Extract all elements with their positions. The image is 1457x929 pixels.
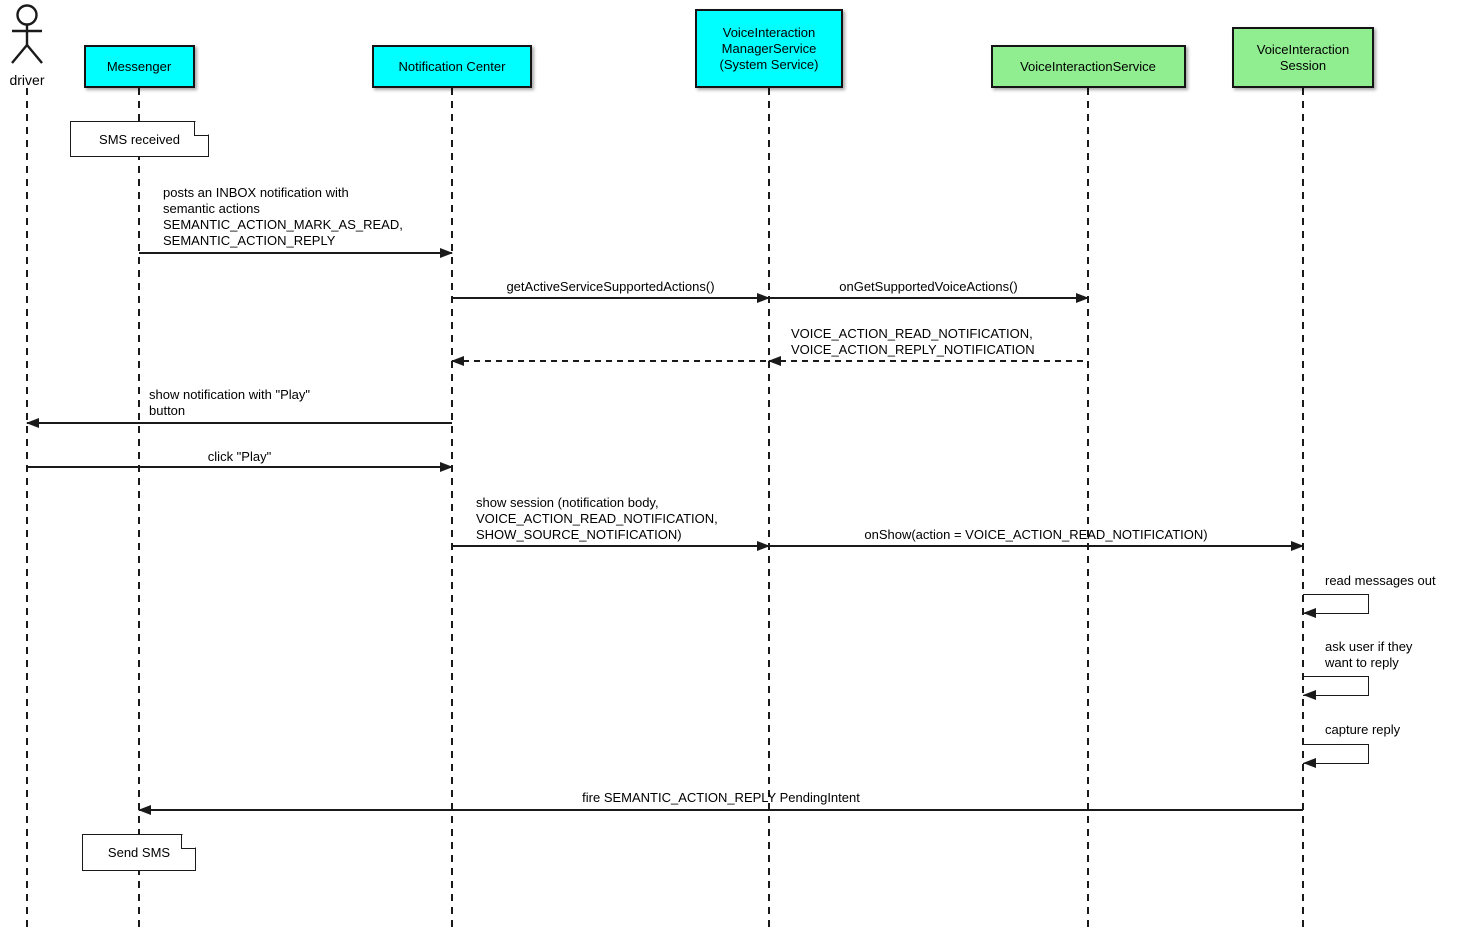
note-fold-icon bbox=[181, 835, 195, 849]
message-line bbox=[139, 247, 453, 258]
note-text: Send SMS bbox=[107, 845, 171, 860]
participant-notification-center: Notification Center bbox=[372, 45, 532, 88]
arrowhead bbox=[440, 461, 453, 472]
lifeline-notification-center bbox=[451, 88, 453, 929]
note-fold-icon bbox=[194, 122, 208, 136]
arrowhead bbox=[1303, 608, 1316, 619]
message-line bbox=[452, 540, 770, 551]
message-line bbox=[769, 540, 1304, 551]
message-label: show session (notification body, VOICE_A… bbox=[476, 495, 718, 542]
person-icon bbox=[0, 4, 54, 71]
actor-label: driver bbox=[9, 72, 45, 88]
arrowhead bbox=[440, 247, 453, 258]
message-label: ask user if they want to reply bbox=[1325, 639, 1413, 670]
message-label: getActiveServiceSupportedActions() bbox=[506, 279, 715, 294]
message-label: fire SEMANTIC_ACTION_REPLY PendingIntent bbox=[582, 790, 860, 805]
arrowhead bbox=[757, 292, 770, 303]
arrowhead bbox=[757, 540, 770, 551]
self-message bbox=[1303, 676, 1369, 701]
message-line bbox=[26, 417, 452, 428]
self-message bbox=[1303, 594, 1369, 619]
participant-voice-interaction-service: VoiceInteractionService bbox=[990, 45, 1186, 88]
message-label: show notification with "Play" button bbox=[149, 387, 310, 418]
arrowhead bbox=[451, 355, 464, 366]
lifeline-voice-interaction-service bbox=[1087, 88, 1089, 929]
note: SMS received bbox=[70, 121, 209, 157]
lifeline-driver bbox=[26, 88, 28, 929]
message-label: click "Play" bbox=[207, 449, 272, 464]
message-line bbox=[138, 804, 1303, 815]
participant-messenger: Messenger bbox=[83, 45, 195, 88]
arrowhead bbox=[768, 355, 781, 366]
arrowhead bbox=[26, 417, 39, 428]
message-label: capture reply bbox=[1325, 722, 1401, 737]
arrowhead bbox=[1303, 758, 1316, 769]
participant-voice-interaction-session: VoiceInteraction Session bbox=[1232, 27, 1374, 88]
message-line bbox=[768, 355, 1088, 366]
arrowhead bbox=[1076, 292, 1089, 303]
note: Send SMS bbox=[82, 834, 196, 871]
arrowhead bbox=[138, 804, 151, 815]
self-message bbox=[1303, 744, 1369, 769]
participant-voice-interaction-manager-service: VoiceInteraction ManagerService (System … bbox=[695, 9, 843, 88]
message-line bbox=[452, 292, 770, 303]
lifeline-messenger bbox=[138, 88, 140, 929]
message-label: posts an INBOX notification with semanti… bbox=[163, 185, 403, 248]
lifeline-voice-interaction-manager-service bbox=[768, 88, 770, 929]
message-label: VOICE_ACTION_READ_NOTIFICATION, VOICE_AC… bbox=[791, 326, 1035, 357]
note-text: SMS received bbox=[99, 131, 180, 147]
message-line bbox=[451, 355, 769, 366]
actor-driver: driver bbox=[0, 4, 54, 88]
arrowhead bbox=[1303, 690, 1316, 701]
arrowhead bbox=[1291, 540, 1304, 551]
message-label: onShow(action = VOICE_ACTION_READ_NOTIFI… bbox=[864, 527, 1208, 542]
message-line bbox=[769, 292, 1089, 303]
message-label: read messages out bbox=[1325, 573, 1436, 588]
message-line bbox=[27, 461, 453, 472]
lifeline-voice-interaction-session bbox=[1302, 88, 1304, 929]
message-label: onGetSupportedVoiceActions() bbox=[839, 279, 1018, 294]
